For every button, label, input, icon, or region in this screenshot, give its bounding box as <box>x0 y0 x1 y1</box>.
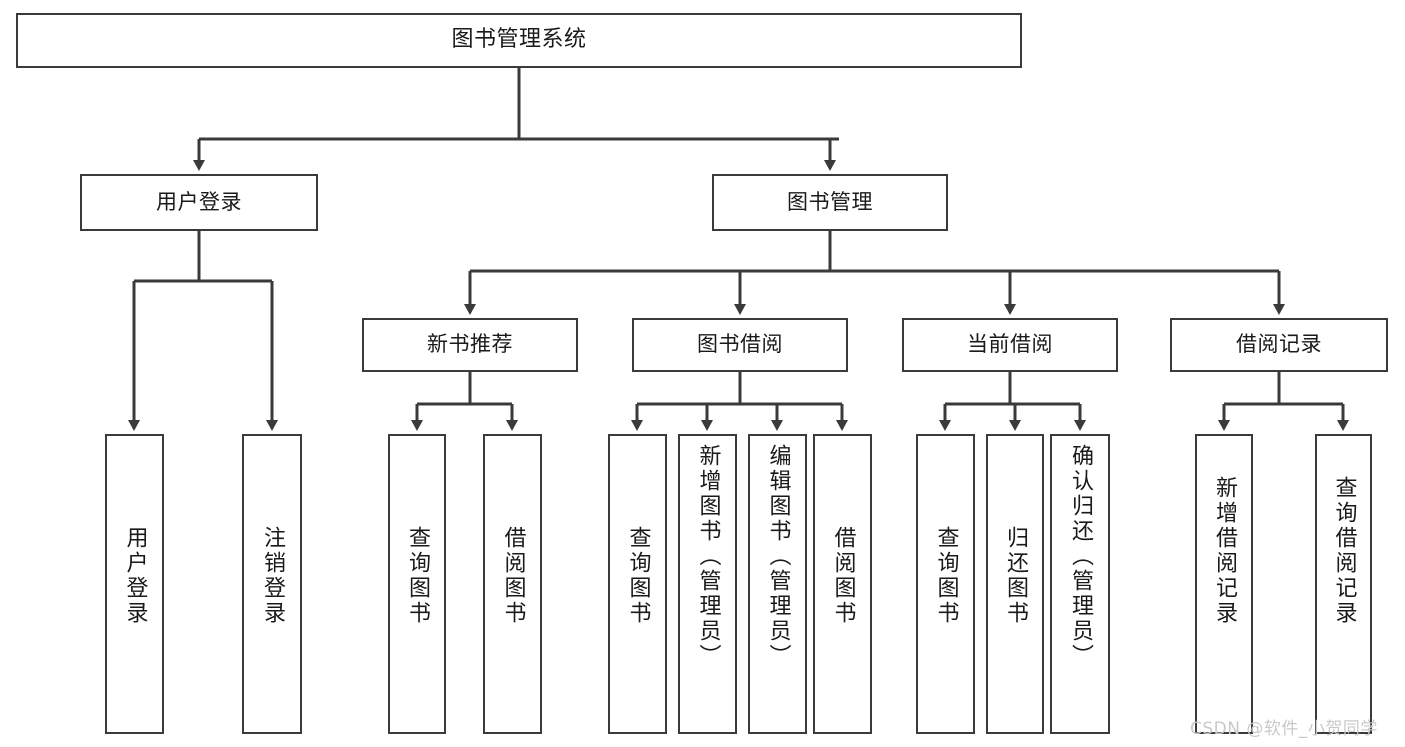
node-leaf-borrow-books-recommend[interactable]: 借阅图书 <box>483 434 542 734</box>
node-label: 借阅图书 <box>830 526 856 626</box>
node-label: 注销登录 <box>260 526 285 626</box>
node-leaf-confirm-return-admin[interactable]: 确认归还（管理员） <box>1050 434 1110 734</box>
node-leaf-return-books[interactable]: 归还图书 <box>986 434 1044 734</box>
node-label: 新增图书（管理员） <box>695 444 721 669</box>
node-label: 图书管理 <box>787 189 873 214</box>
node-label: 查询图书 <box>405 526 430 626</box>
node-label: 查询借阅记录 <box>1331 476 1357 626</box>
node-leaf-edit-book-admin[interactable]: 编辑图书（管理员） <box>748 434 807 734</box>
node-label: 新增借阅记录 <box>1212 476 1237 626</box>
node-label: 编辑图书（管理员） <box>765 444 791 669</box>
node-leaf-query-borrow-record[interactable]: 查询借阅记录 <box>1315 434 1372 734</box>
node-label: 归还图书 <box>1003 526 1028 626</box>
node-leaf-query-books-recommend[interactable]: 查询图书 <box>388 434 446 734</box>
node-label: 用户登录 <box>122 526 148 626</box>
node-label: 用户登录 <box>156 189 242 214</box>
node-leaf-add-book-admin[interactable]: 新增图书（管理员） <box>678 434 737 734</box>
node-level1-user-login[interactable]: 用户登录 <box>80 174 318 231</box>
node-label: 图书管理系统 <box>451 27 587 53</box>
node-level2-current-borrow[interactable]: 当前借阅 <box>902 318 1118 372</box>
node-root[interactable]: 图书管理系统 <box>16 13 1022 68</box>
node-label: 借阅记录 <box>1236 332 1322 357</box>
node-leaf-logout[interactable]: 注销登录 <box>242 434 302 734</box>
node-label: 确认归还（管理员） <box>1068 444 1093 669</box>
node-label: 图书借阅 <box>697 332 783 357</box>
node-level2-new-book-recommend[interactable]: 新书推荐 <box>362 318 578 372</box>
node-level2-book-borrow[interactable]: 图书借阅 <box>632 318 848 372</box>
node-level1-book-management[interactable]: 图书管理 <box>712 174 948 231</box>
node-leaf-borrow-books[interactable]: 借阅图书 <box>813 434 872 734</box>
node-level2-borrow-records[interactable]: 借阅记录 <box>1170 318 1388 372</box>
node-leaf-query-books-current[interactable]: 查询图书 <box>916 434 975 734</box>
node-label: 借阅图书 <box>500 526 526 626</box>
node-leaf-add-borrow-record[interactable]: 新增借阅记录 <box>1195 434 1253 734</box>
node-leaf-query-books-borrow[interactable]: 查询图书 <box>608 434 667 734</box>
csdn-watermark: CSDN @软件_小贺同学 <box>1190 719 1378 739</box>
node-label: 当前借阅 <box>967 332 1053 357</box>
node-label: 查询图书 <box>933 526 959 626</box>
node-label: 新书推荐 <box>427 332 513 357</box>
node-label: 查询图书 <box>625 526 651 626</box>
node-leaf-user-login[interactable]: 用户登录 <box>105 434 164 734</box>
